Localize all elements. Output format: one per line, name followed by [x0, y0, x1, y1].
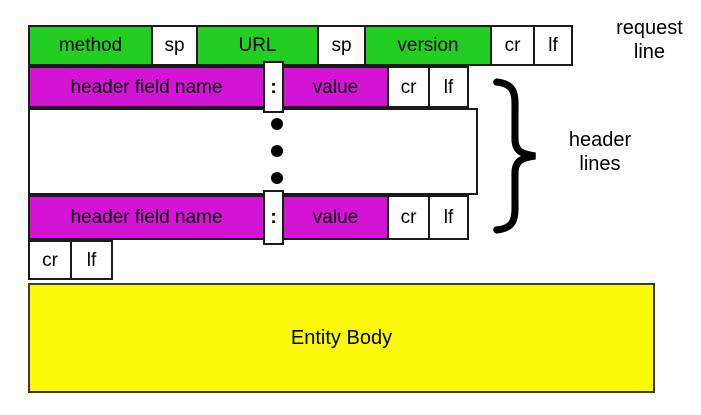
request-line-annotation: request line: [598, 16, 701, 64]
cell-lf: lf: [70, 240, 113, 280]
header-line-row-top: header field name : value cr lf: [28, 61, 469, 113]
cell-sp-2: sp: [317, 25, 366, 66]
cell-lf: lf: [533, 25, 573, 66]
cell-cr: cr: [387, 195, 430, 240]
header-lines-annotation: header lines: [550, 128, 650, 176]
cell-value: value: [282, 195, 389, 240]
cell-url: URL: [196, 25, 319, 66]
vertical-ellipsis-dot: [271, 145, 283, 157]
request-line-annotation-line1: request: [616, 17, 683, 39]
cell-colon: :: [263, 190, 284, 245]
more-header-lines-box: [28, 108, 478, 195]
curly-brace-icon: [493, 78, 536, 234]
cell-cr: cr: [28, 240, 72, 280]
cell-header-field-name: header field name: [28, 66, 265, 108]
cell-cr: cr: [387, 66, 430, 108]
header-lines-annotation-line1: header: [568, 129, 632, 151]
vertical-ellipsis-dot: [271, 172, 283, 184]
cell-cr: cr: [490, 25, 535, 66]
cell-header-field-name: header field name: [28, 195, 265, 240]
cell-method: method: [28, 25, 153, 66]
request-line-row: method sp URL sp version cr lf: [28, 25, 573, 66]
cell-lf: lf: [428, 66, 469, 108]
request-line-annotation-line2: line: [633, 41, 666, 63]
header-lines-annotation-line2: lines: [579, 153, 621, 175]
entity-body-box: Entity Body: [28, 283, 655, 393]
vertical-ellipsis-dot: [271, 118, 283, 130]
cell-value: value: [282, 66, 389, 108]
cell-colon: :: [263, 61, 284, 113]
cell-lf: lf: [428, 195, 469, 240]
cell-version: version: [364, 25, 492, 66]
header-line-row-bottom: header field name : value cr lf: [28, 190, 469, 245]
blank-line-row: cr lf: [28, 240, 113, 280]
entity-body-label: Entity Body: [290, 326, 393, 349]
cell-sp-1: sp: [151, 25, 198, 66]
